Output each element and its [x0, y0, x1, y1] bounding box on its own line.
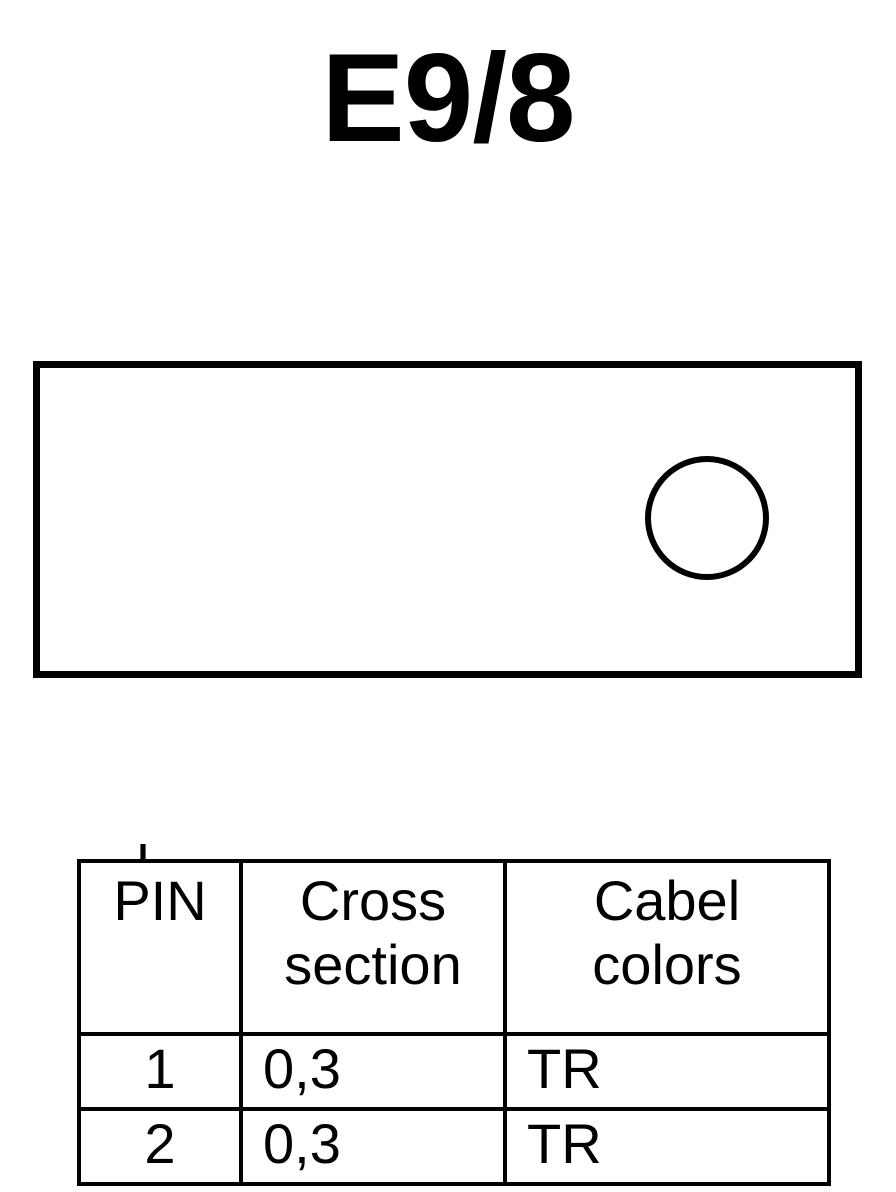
header-pin: PIN [77, 859, 243, 1036]
cell-cable-color: TR [503, 1032, 831, 1111]
table-header-row: PIN Cross section Cabel colors [77, 859, 831, 1036]
table-row: 2 0,3 TR [77, 1107, 831, 1186]
cell-cross-section: 0,3 [239, 1032, 507, 1111]
connector-hole-icon [645, 456, 769, 580]
header-cable-colors: Cabel colors [503, 859, 831, 1036]
cell-pin: 1 [77, 1032, 243, 1111]
cell-pin: 2 [77, 1107, 243, 1186]
diagram-title: E9/8 [321, 29, 575, 168]
cell-cross-section: 0,3 [239, 1107, 507, 1186]
connector-outline [33, 361, 862, 678]
pin-assignment-table: PIN Cross section Cabel colors 1 0,3 TR … [77, 859, 831, 1186]
cell-cable-color: TR [503, 1107, 831, 1186]
header-cross-section: Cross section [239, 859, 507, 1036]
table-row: 1 0,3 TR [77, 1032, 831, 1111]
